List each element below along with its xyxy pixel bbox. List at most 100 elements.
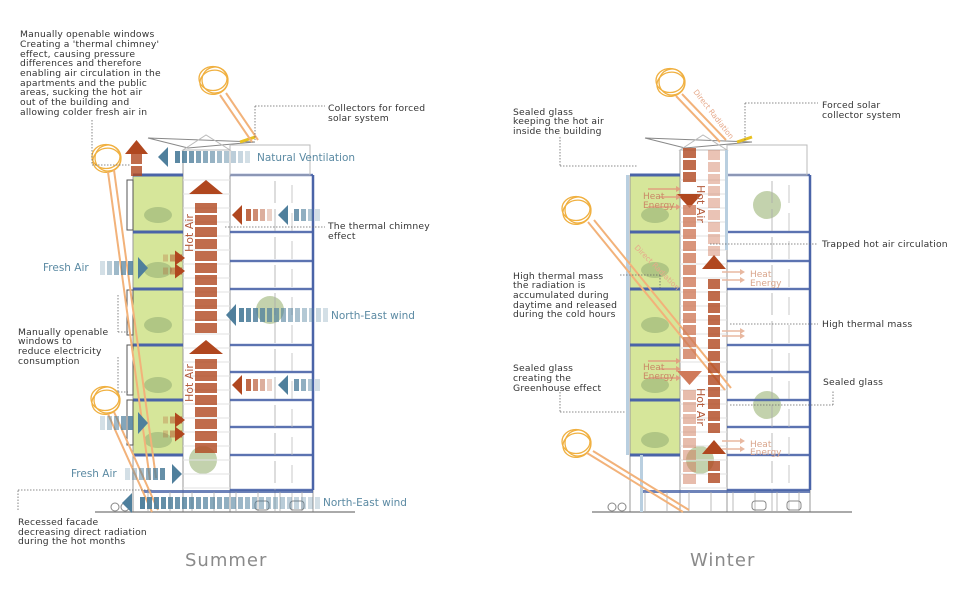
floor-slab bbox=[727, 259, 810, 263]
hot-air-arrow-segment bbox=[708, 339, 720, 349]
hot-air-arrow-segment bbox=[708, 363, 720, 373]
high-thermal-mass-label: High thermal mass bbox=[822, 319, 912, 330]
floor-slab bbox=[630, 343, 680, 347]
wind-arrow-segment bbox=[288, 308, 293, 322]
floor-slab bbox=[727, 230, 810, 234]
wind-arrow-segment bbox=[239, 308, 244, 322]
north-east-wind-label: North-East wind bbox=[323, 497, 407, 509]
building-drawings bbox=[17, 65, 852, 513]
wind-arrow-head bbox=[122, 493, 132, 513]
heat-energy-arrow-head bbox=[740, 438, 745, 444]
hot-air-arrow-segment bbox=[683, 289, 696, 299]
fresh-air-arrow-segment bbox=[121, 261, 126, 275]
hot-air-arrow-segment bbox=[683, 265, 696, 275]
hot-air-label: Hot Air bbox=[694, 388, 707, 426]
floor-slab bbox=[727, 425, 810, 429]
heat-energy-arrow-head bbox=[740, 333, 745, 339]
wind-arrow-head bbox=[278, 205, 288, 225]
hot-air-arrow-segment bbox=[195, 383, 217, 393]
hot-air-arrow-segment bbox=[246, 209, 251, 221]
roof bbox=[181, 134, 232, 151]
hot-air-arrow-segment bbox=[683, 325, 696, 335]
sun-ray bbox=[113, 169, 157, 479]
fresh-air-arrow-head bbox=[138, 257, 148, 279]
wind-arrow-segment bbox=[253, 308, 258, 322]
fresh-air-arrow-segment bbox=[100, 261, 105, 275]
tree-icon bbox=[144, 262, 172, 278]
roof-structure bbox=[726, 144, 808, 176]
tree-icon bbox=[641, 317, 669, 333]
heat-energy-arrow-head bbox=[676, 186, 681, 192]
openable-window bbox=[126, 344, 134, 396]
tree-icon bbox=[144, 207, 172, 223]
hot-air-arrow-head bbox=[175, 263, 185, 279]
fresh-air-arrow-segment bbox=[107, 416, 112, 430]
sun-ray bbox=[219, 94, 253, 143]
floor-slab bbox=[230, 453, 313, 457]
roof-canopy bbox=[147, 137, 256, 149]
wind-arrow-segment bbox=[301, 209, 306, 221]
hot-air-arrow-head bbox=[189, 180, 223, 194]
tree-icon bbox=[641, 262, 669, 278]
hot-air-arrow-segment bbox=[708, 279, 720, 289]
natural-ventilation-arrow-segment bbox=[238, 151, 243, 163]
hot-air-arrow-segment bbox=[708, 411, 720, 421]
solar-collector bbox=[736, 135, 753, 144]
openable-window bbox=[126, 179, 134, 231]
bicycle-icon bbox=[617, 502, 627, 512]
sealed-glass bbox=[725, 150, 728, 250]
hot-air-arrow-segment bbox=[708, 461, 720, 471]
hot-air-arrow-head bbox=[702, 440, 726, 454]
hot-air-segment bbox=[708, 150, 720, 160]
hot-air-arrow-segment bbox=[195, 263, 217, 273]
recessed-facade-label: Recessed facade decreasing direct radiat… bbox=[18, 517, 150, 547]
sun-ray bbox=[107, 413, 153, 513]
hot-air-arrow-segment bbox=[195, 371, 217, 381]
hot-air-arrow-segment bbox=[163, 416, 168, 424]
wind-arrow-segment bbox=[308, 379, 313, 391]
natural-ventilation-arrow-segment bbox=[224, 151, 229, 163]
wind-arrow-segment bbox=[246, 308, 251, 322]
wind-arrow-segment bbox=[266, 497, 271, 509]
hot-air-arrow-segment bbox=[195, 275, 217, 285]
tree-icon bbox=[144, 377, 172, 393]
hot-air-segment bbox=[708, 234, 720, 244]
natural-ventilation-arrow-segment bbox=[245, 151, 250, 163]
hot-air-label: Hot Air bbox=[183, 364, 196, 402]
roof bbox=[678, 134, 729, 151]
tree-icon bbox=[641, 207, 669, 223]
forced-solar-label: Forced solar collector system bbox=[822, 100, 901, 121]
hot-air-segment bbox=[708, 246, 720, 256]
wind-arrow-segment bbox=[316, 308, 321, 322]
summer-annotations: Manually openable windows Creating a 'th… bbox=[18, 29, 430, 571]
hot-air-arrow-head bbox=[232, 375, 242, 395]
fresh-air-arrow-segment bbox=[114, 261, 119, 275]
natural-ventilation-arrow-segment bbox=[189, 151, 194, 163]
hot-air-arrow-segment bbox=[195, 323, 217, 333]
heat-energy-arrow-head bbox=[740, 446, 745, 452]
heat-energy-arrow-head bbox=[676, 366, 681, 372]
wind-arrow-segment bbox=[280, 497, 285, 509]
floor-slab bbox=[133, 453, 183, 457]
hot-air-segment bbox=[708, 162, 720, 172]
bicycle-icon bbox=[110, 502, 120, 512]
fresh-air-arrow-segment bbox=[146, 468, 151, 480]
hot-air-arrow-segment bbox=[708, 351, 720, 361]
direct-radiation-label: Direct Radiation bbox=[691, 88, 735, 141]
fresh-air-arrow-segment bbox=[128, 261, 133, 275]
sun-ray bbox=[586, 452, 684, 513]
floor-slab bbox=[230, 398, 313, 402]
wind-arrow-segment bbox=[294, 209, 299, 221]
sealed-glass-top-label: Sealed glass keeping the hot air inside … bbox=[513, 107, 607, 137]
hot-air-arrow-segment bbox=[195, 311, 217, 321]
hot-air-arrow-segment bbox=[170, 267, 175, 275]
fresh-air-arrow-segment bbox=[125, 468, 130, 480]
hot-air-arrow-head bbox=[189, 340, 223, 354]
wind-arrow-segment bbox=[203, 497, 208, 509]
wind-arrow-head bbox=[278, 375, 288, 395]
hot-air-arrow-segment bbox=[267, 379, 272, 391]
hot-air-arrow-segment bbox=[195, 359, 217, 369]
sun-icon bbox=[199, 69, 229, 95]
floor-slab bbox=[133, 287, 183, 291]
